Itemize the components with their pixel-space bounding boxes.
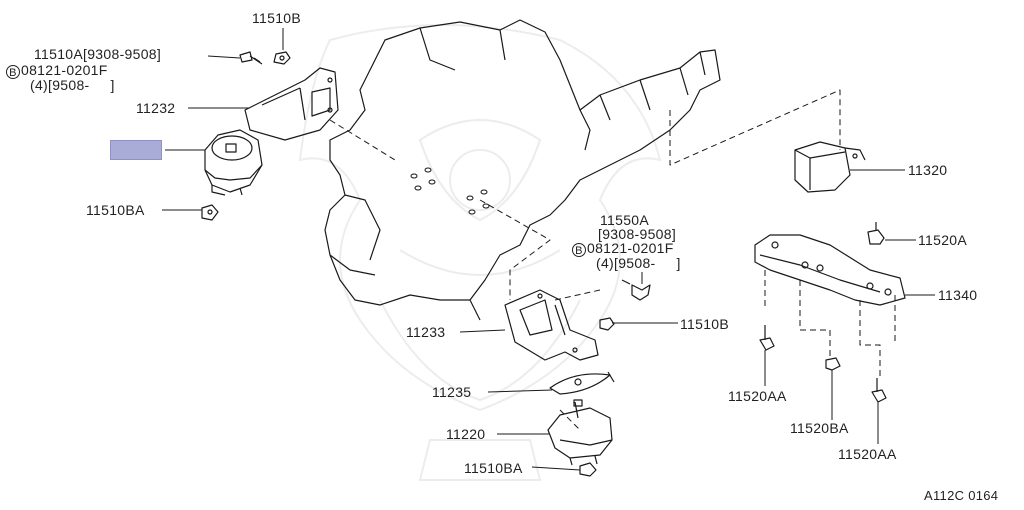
mount-holes (410, 167, 490, 215)
circle-b-icon: B (572, 243, 586, 257)
bracket-11232 (244, 67, 339, 141)
bolt-11520aa-right (871, 378, 887, 403)
callout-11340[interactable]: 11340 (938, 287, 978, 303)
bolt-11510a (239, 51, 263, 65)
callout-11520ba[interactable]: 11520BA (790, 420, 849, 436)
callout-11520aa-right[interactable]: 11520AA (838, 446, 897, 462)
nut-11510ba-left (201, 204, 219, 221)
nut-11510b-top (273, 51, 291, 65)
callout-11510ba-bottom[interactable]: 11510BA (464, 460, 523, 476)
callout-11232[interactable]: 11232 (136, 100, 176, 116)
leader-lines (162, 28, 935, 471)
bracket-11233 (504, 289, 599, 361)
selected-part-highlight[interactable] (110, 140, 162, 160)
bolt-11550a (621, 279, 651, 301)
callout-11510ba-left[interactable]: 11510BA (86, 202, 145, 218)
callout-11235[interactable]: 11235 (432, 384, 472, 400)
nut-11510ba-bottom (579, 462, 597, 477)
dashed-leaders (329, 89, 896, 431)
callout-11233[interactable]: 11233 (406, 324, 446, 340)
nut-11510b-mid (599, 317, 615, 331)
callout-11510a-line3: (4)[9508- ] (30, 77, 115, 93)
bolt-11520aa-left (759, 325, 775, 351)
callout-11510b-top[interactable]: 11510B (252, 10, 302, 26)
callout-11510a-line1[interactable]: 11510A[9308-9508] (34, 46, 162, 62)
insulator-11220 (547, 399, 613, 466)
nut-11520ba (825, 357, 841, 371)
plate-11235 (549, 371, 615, 395)
insulator-left (204, 129, 263, 196)
bolt-11520a (867, 222, 885, 245)
crossmember-11340 (754, 234, 906, 306)
circle-b-icon: B (6, 65, 20, 79)
watermark-crest (298, 24, 662, 481)
callout-11220[interactable]: 11220 (446, 426, 486, 442)
callout-11320[interactable]: 11320 (908, 162, 948, 178)
engine-transmission (324, 19, 721, 321)
callout-11520a[interactable]: 11520A (918, 232, 968, 248)
callout-11550a-line2: [9308-9508] (598, 226, 677, 242)
callout-11510b-mid[interactable]: 11510B (680, 316, 730, 332)
figure-reference: A112C 0164 (924, 488, 999, 503)
callout-11550a-line1[interactable]: 11550A (600, 212, 650, 228)
rear-mount-11320 (794, 141, 866, 193)
callout-11550a-partno[interactable]: 08121-0201F (587, 240, 674, 256)
callout-11510a-partno[interactable]: 08121-0201F (21, 62, 108, 78)
callout-11550a-line4: (4)[9508- ] (596, 255, 681, 271)
callout-11520aa-left[interactable]: 11520AA (728, 388, 787, 404)
